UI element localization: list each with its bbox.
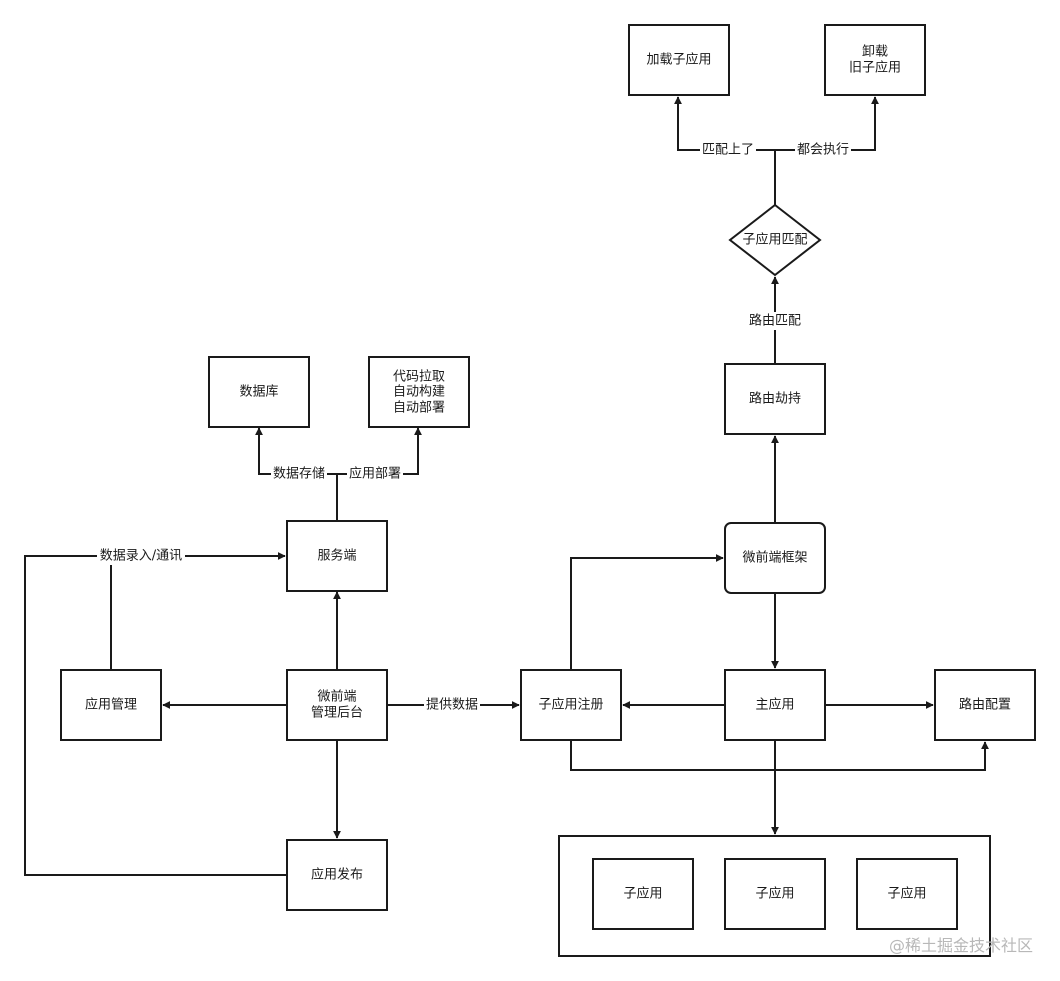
node-code-line-1: 代码拉取 xyxy=(393,370,445,385)
node-mfe-framework-label: 微前端框架 xyxy=(742,550,807,566)
node-sub-register: 子应用注册 xyxy=(520,669,622,741)
node-route-hijack-label: 路由劫持 xyxy=(749,391,801,407)
sub-app-box-2 xyxy=(724,858,826,930)
sub-apps-container: 子应用 子应用 子应用 xyxy=(558,835,991,957)
node-mfe-framework: 微前端框架 xyxy=(724,522,826,594)
node-app-manage-label: 应用管理 xyxy=(85,697,137,713)
edge-label-matched: 匹配上了 xyxy=(702,143,754,158)
node-load-sub: 加载子应用 xyxy=(628,24,730,96)
node-server-label: 服务端 xyxy=(317,548,356,564)
node-app-publish-label: 应用发布 xyxy=(311,867,363,883)
node-mfe-admin: 微前端 管理后台 xyxy=(286,669,388,741)
edge-label-app-deploy: 应用部署 xyxy=(349,466,401,482)
node-code-line-3: 自动部署 xyxy=(393,401,445,416)
sub-app-box-3 xyxy=(856,858,958,930)
edge-label-route-match: 路由匹配 xyxy=(749,313,801,329)
edge-label-provide-data: 提供数据 xyxy=(426,697,478,713)
node-code-deploy: 代码拉取 自动构建 自动部署 xyxy=(368,356,470,428)
node-mfe-admin-line-1: 微前端 xyxy=(317,689,356,705)
node-server: 服务端 xyxy=(286,520,388,592)
sub-app-label-1: 子应用 xyxy=(623,886,662,902)
node-sub-register-label: 子应用注册 xyxy=(538,697,603,713)
node-main-app-label: 主应用 xyxy=(755,697,794,713)
node-route-hijack: 路由劫持 xyxy=(724,363,826,435)
sub-app-label-2: 子应用 xyxy=(755,886,794,902)
edge-register-framework xyxy=(570,554,724,670)
node-app-manage: 应用管理 xyxy=(60,669,162,741)
node-unload-old-line-2: 旧子应用 xyxy=(849,60,901,76)
edge-label-always-exec: 都会执行 xyxy=(797,143,849,158)
node-database-label: 数据库 xyxy=(239,384,278,400)
node-main-app: 主应用 xyxy=(724,669,826,741)
sub-app-box-1 xyxy=(592,858,694,930)
node-mfe-admin-line-2: 管理后台 xyxy=(311,706,363,721)
edge-label-data-entry: 数据录入/通讯 xyxy=(100,549,182,564)
node-code-line-2: 自动构建 xyxy=(393,385,445,400)
node-route-config-label: 路由配置 xyxy=(959,697,1011,713)
node-route-config: 路由配置 xyxy=(934,669,1036,741)
watermark: @稀土掘金技术社区 xyxy=(889,936,1033,955)
edge-label-data-store: 数据存储 xyxy=(273,467,325,482)
node-sub-match: 子应用匹配 xyxy=(728,203,822,277)
node-load-sub-label: 加载子应用 xyxy=(646,52,711,68)
sub-app-label-3: 子应用 xyxy=(887,886,926,902)
node-sub-match-label: 子应用匹配 xyxy=(742,232,807,248)
node-app-publish: 应用发布 xyxy=(286,839,388,911)
node-database: 数据库 xyxy=(208,356,310,428)
node-unload-old: 卸载 旧子应用 xyxy=(824,24,926,96)
edge-register-routeconfig xyxy=(570,740,989,771)
node-unload-old-line-1: 卸载 xyxy=(862,44,888,60)
